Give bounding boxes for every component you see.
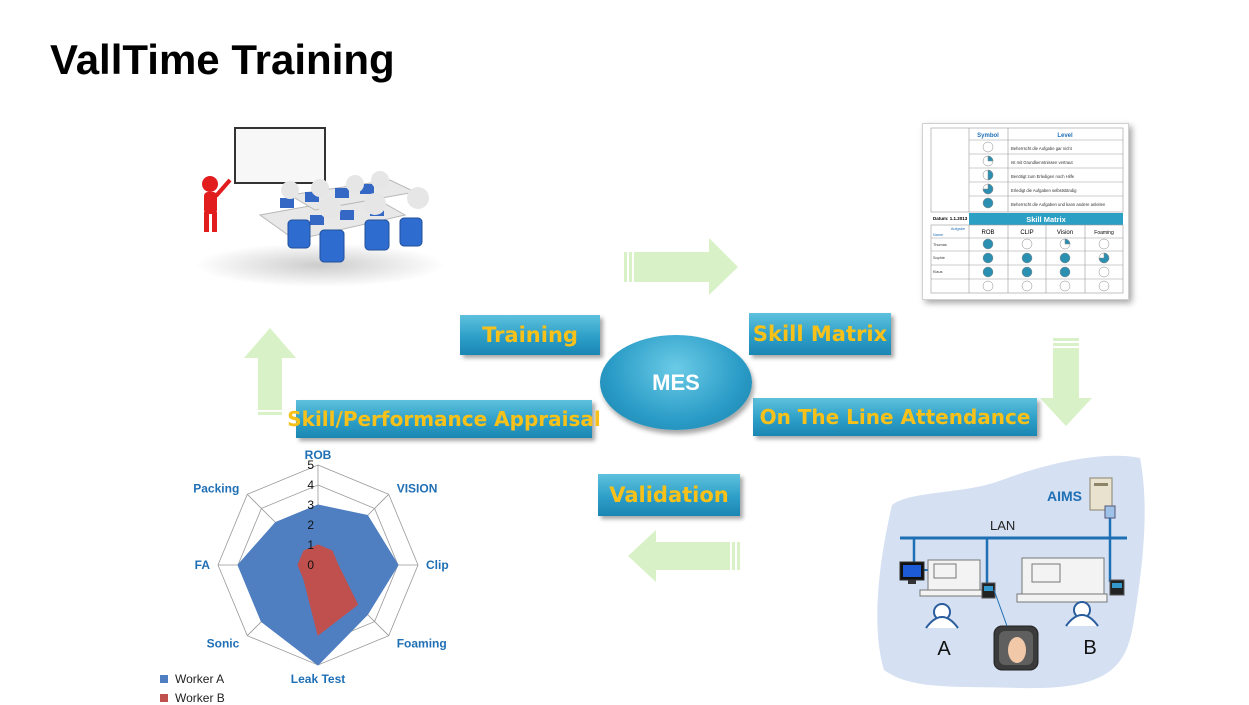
fingerprint-icon <box>993 625 1039 671</box>
radar-series-worker-b <box>297 544 359 636</box>
task-header: Foaming <box>1094 230 1114 236</box>
radar-tick-label: 2 <box>307 518 314 532</box>
level-header: Level <box>1057 133 1073 139</box>
arrow-right-icon <box>624 238 738 295</box>
mes-ellipse: MES <box>600 335 752 430</box>
radar-category-label: Sonic <box>207 637 240 651</box>
worker-b-icon <box>1065 601 1099 627</box>
terminal-a-screen <box>984 586 993 591</box>
classroom-illustration <box>195 127 445 287</box>
radar-category-label: Foaming <box>397 637 447 651</box>
matrix-title: Skill Matrix <box>1026 215 1066 224</box>
monitor-icon <box>899 561 925 584</box>
legend-swatch <box>160 675 168 683</box>
task-header: Vision <box>1057 230 1073 236</box>
legend-label: Worker A <box>175 672 225 686</box>
station-b-label: B <box>1083 637 1096 659</box>
task-header: ROB <box>981 230 994 236</box>
radar-tick-group: 0 1 2 3 4 5 <box>307 458 314 572</box>
symbol-header: Symbol <box>977 133 999 139</box>
terminal-b-screen <box>1112 583 1122 588</box>
aims-label: AIMS <box>1047 488 1082 504</box>
arrow-down-icon <box>1040 338 1092 426</box>
arrow-up-icon <box>244 328 296 415</box>
radar-series-group <box>237 504 399 666</box>
validation-box: Validation <box>598 474 740 516</box>
machine-b-icon <box>1016 557 1108 603</box>
corner-bottom: Name <box>933 233 943 237</box>
legend-item-worker-a: Worker A <box>160 672 224 686</box>
level-text: Ist mit Grundkenntnissen vertraut <box>1011 160 1074 165</box>
legend-label: Worker B <box>175 691 225 705</box>
level-text: Erledigt die Aufgaben selbstständig <box>1011 188 1077 193</box>
appraisal-box: Skill/Performance Appraisal <box>287 400 601 438</box>
server-icon <box>1089 477 1116 519</box>
name-label: Sophie <box>933 256 945 260</box>
page-title: VallTime Training <box>50 36 395 83</box>
worker-a-icon <box>925 603 959 629</box>
task-header: CLIP <box>1020 230 1033 236</box>
legend-swatch <box>160 694 168 702</box>
radar-category-label: Leak Test <box>291 672 345 685</box>
lan-label: LAN <box>990 518 1015 533</box>
date-label: Datum: 1.1.2013 <box>933 216 968 221</box>
name-label: Klaus <box>933 270 943 274</box>
radar-tick-label: 3 <box>307 498 314 512</box>
station-a-label: A <box>937 638 951 660</box>
level-text: Beherrscht die Aufgabe gar nicht <box>1011 146 1073 151</box>
radar-tick-label: 0 <box>307 558 314 572</box>
arrow-left-icon <box>628 530 740 582</box>
radar-tick-label: 4 <box>307 478 314 492</box>
skill-matrix-document: Symbol Level Beherrscht die Aufgabe gar … <box>922 123 1129 300</box>
name-label: Thomas <box>933 243 947 247</box>
radar-category-label: VISION <box>397 481 438 495</box>
on-the-line-attendance-box: On The Line Attendance <box>753 398 1037 436</box>
skill-matrix-box: Skill Matrix <box>749 313 891 355</box>
legend-item-worker-b: Worker B <box>160 691 225 705</box>
radar-category-label: Packing <box>193 481 239 495</box>
corner-top: Aufgabe <box>951 227 965 231</box>
network-diagram: AIMS LAN A B <box>877 455 1145 689</box>
radar-tick-label: 5 <box>307 458 314 472</box>
radar-category-label: Clip <box>426 558 449 572</box>
radar-category-label: FA <box>195 558 211 572</box>
machine-a-icon <box>919 559 983 597</box>
radar-category-label: ROB <box>305 448 332 462</box>
training-box: Training <box>460 315 600 355</box>
radar-tick-label: 1 <box>307 538 314 552</box>
mes-label: MES <box>652 369 700 395</box>
level-text: Benötigt zum Erledigen noch Hilfe <box>1011 174 1075 179</box>
level-text: Beherrscht die Aufgaben und kann andere … <box>1011 202 1106 207</box>
